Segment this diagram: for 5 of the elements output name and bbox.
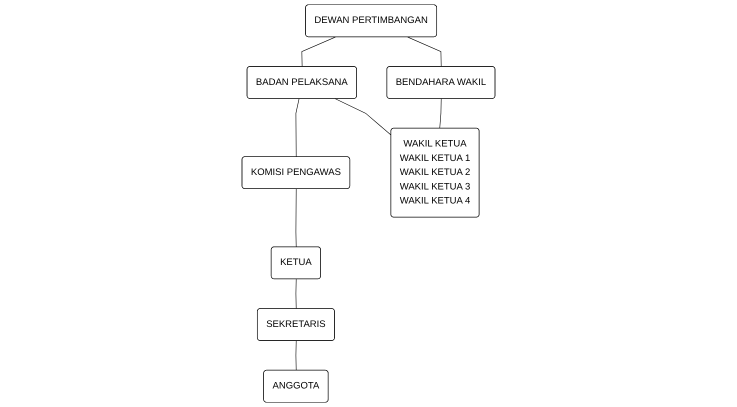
connector (335, 98, 392, 136)
connector (407, 36, 442, 68)
connector (439, 98, 442, 129)
connector (296, 98, 300, 158)
connector (302, 36, 336, 68)
